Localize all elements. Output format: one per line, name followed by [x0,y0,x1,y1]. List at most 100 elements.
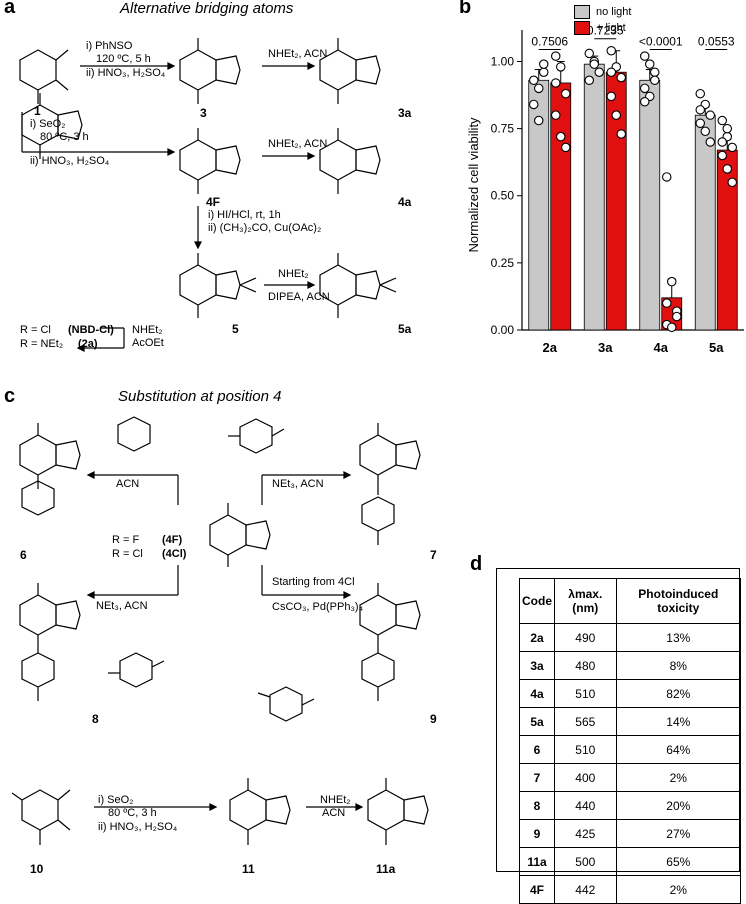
bar-light [716,149,738,331]
chart-bars [528,45,738,333]
compound-4a-label: 4a [398,195,412,209]
compound-6-label: 6 [20,548,27,562]
data-point [667,322,677,333]
panel-letter-b: b [459,0,472,18]
data-point [717,150,727,161]
y-tick-label: 1.00 [491,54,515,68]
nbd-r-4: (2a) [78,338,98,350]
cell-toxicity: 8% [615,651,742,680]
compound-8-label: 8 [92,712,99,726]
scheme-a-drawing [19,38,397,352]
cell-toxicity: 2% [615,875,742,904]
cell-lambda: 510 [554,679,617,708]
data-point [700,126,711,137]
table-header-row: Code λmax.(nm) Photoinduced toxicity [519,578,742,624]
y-axis-label: Normalized cell viability [466,117,481,253]
y-tick-label: 0.25 [491,256,515,270]
p-value-label: 0.7506 [531,34,568,48]
header-toxicity: Photoinduced toxicity [615,578,742,624]
nbd-reagent-2: AcOEt [132,337,164,349]
compound-11a-label: 11a [376,862,396,876]
compound-7-label: 7 [430,548,437,562]
ring-compound-7 [359,434,397,476]
ring-compound-5 [179,264,217,306]
data-point [695,105,706,115]
data-point [606,91,617,102]
ring-compound-11 [229,789,267,831]
step3-reagent-2: ii) (CH₃)₂CO, Cu(OAc)₂ [208,222,322,234]
data-point [695,88,706,99]
data-point [611,110,622,120]
cell-code: 4F [519,875,555,904]
ring-compound-10 [21,789,59,831]
step11-reagent-2: ACN [322,807,346,819]
data-point [556,131,566,142]
cell-toxicity: 65% [615,847,742,876]
step3-reagent-1: i) HI/HCl, rt, 1h [208,209,281,221]
cell-toxicity: 20% [615,791,742,820]
data-point [722,123,732,134]
step10-reagent-1: i) SeO₂ [98,794,134,806]
compound-5a-label: 5a [398,322,412,336]
cell-toxicity: 2% [615,763,742,792]
amination-3a-label: NHEt₂, ACN [268,48,328,60]
data-point [551,110,561,120]
data-point [534,83,544,94]
ring-compound-4 [209,514,247,556]
x-tick-label: 5a [709,340,724,355]
compound-3-label: 3 [200,106,207,120]
data-point [539,59,549,69]
cell-lambda: 425 [554,819,617,848]
compound-11-label: 11 [242,862,255,876]
acn-label: ACN [116,478,140,490]
cell-code: 2a [519,623,555,652]
data-point [645,59,655,69]
data-point [640,97,650,107]
data-point [556,62,566,72]
data-point [717,115,727,126]
cell-code: 4a [519,679,555,708]
nbd-r-1: R = Cl [20,324,51,336]
step11-reagent-1: NHEt₂ [320,794,351,806]
bar-no-light [583,63,605,331]
step2-reagent-2: 80 ºC, 3 h [40,131,89,143]
data-point [594,67,605,77]
data-point [584,48,595,59]
bar-no-light [639,79,661,331]
panel-a-title: Alternative bridging atoms [120,0,294,17]
panel-c-title: Substitution at position 4 [118,388,282,405]
legend: no light + light [574,5,631,35]
cell-code: 3a [519,651,555,680]
panel-letter-d: d [470,553,483,575]
cell-code: 8 [519,791,555,820]
data-point [606,45,617,56]
data-point [662,172,672,182]
data-point [705,110,716,120]
cell-lambda: 480 [554,651,617,680]
r-label-1: R = F [112,534,140,546]
compound-4F-label: 4F [206,195,221,209]
data-point [667,276,677,287]
data-point [539,67,549,77]
data-point [529,99,539,110]
header-lambda: λmax.(nm) [554,578,617,624]
compound-3a-label: 3a [398,106,412,120]
cell-lambda: 440 [554,791,617,820]
data-point [589,59,600,69]
cell-lambda: 400 [554,763,617,792]
step1-reagent-3: ii) HNO₃, H₂SO₄ [86,67,166,79]
coupling-label: CsCO₃, Pd(PPh₃)₄ [272,601,364,613]
step2-reagent-1: i) SeO₂ [30,118,66,130]
step4-reagent-2: DIPEA, ACN [268,291,330,303]
data-point [672,311,682,322]
compound-1-label: 1 [34,104,41,118]
